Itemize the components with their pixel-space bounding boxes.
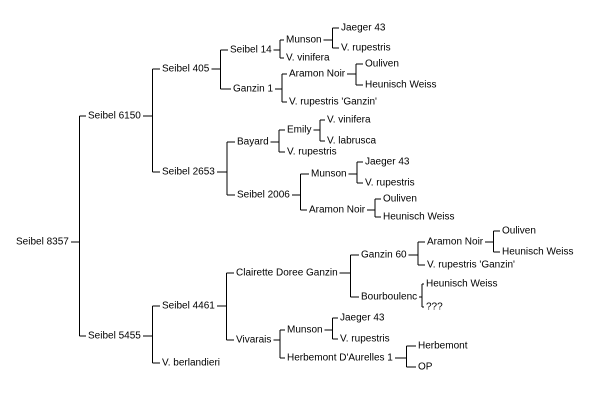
- node-herbemont-d-aurelles-1: Herbemont D'Aurelles 1: [287, 353, 393, 364]
- node-herbemont: Herbemont: [418, 341, 468, 352]
- node-seibel-2653: Seibel 2653: [162, 167, 215, 178]
- node-jaeger-43: Jaeger 43: [365, 157, 410, 168]
- node-heunisch-weiss: Heunisch Weiss: [383, 212, 455, 223]
- node-jaeger-43: Jaeger 43: [340, 313, 385, 324]
- node-aramon-noir: Aramon Noir: [289, 69, 346, 80]
- node-op: OP: [418, 362, 433, 373]
- node-v-rupestris: V. rupestris: [287, 147, 337, 158]
- node-clairette-doree-ganzin: Clairette Doree Ganzin: [236, 268, 338, 279]
- node-: ???: [426, 302, 443, 313]
- node-munson: Munson: [286, 35, 322, 46]
- node-munson: Munson: [311, 169, 347, 180]
- node-bourboulenc: Bourboulenc: [361, 292, 417, 303]
- node-heunisch-weiss: Heunisch Weiss: [426, 279, 498, 290]
- node-ouliven: Ouliven: [502, 226, 536, 237]
- node-ganzin-60: Ganzin 60: [361, 250, 407, 261]
- node-seibel-8357: Seibel 8357: [16, 237, 69, 248]
- tree-labels: Seibel 8357 Seibel 6150 Seibel 405 Seibel 1…: [16, 23, 574, 373]
- node-heunisch-weiss: Heunisch Weiss: [365, 80, 437, 91]
- node-ouliven: Ouliven: [383, 194, 417, 205]
- node-heunisch-weiss: Heunisch Weiss: [502, 247, 574, 258]
- node-jaeger-43: Jaeger 43: [341, 23, 386, 34]
- node-v-rupestris-ganzin: V. rupestris 'Ganzin': [427, 260, 515, 271]
- node-v-rupestris-ganzin: V. rupestris 'Ganzin': [289, 97, 377, 108]
- node-emily: Emily: [287, 125, 311, 136]
- node-aramon-noir: Aramon Noir: [427, 237, 484, 248]
- node-v-rupestris: V. rupestris: [340, 334, 390, 345]
- tree-connectors: [70, 27, 500, 368]
- node-v-berlandieri: V. berlandieri: [162, 358, 220, 369]
- node-aramon-noir: Aramon Noir: [309, 205, 366, 216]
- node-v-vinifera: V. vinifera: [327, 115, 371, 126]
- node-seibel-405: Seibel 405: [162, 64, 210, 75]
- node-bayard: Bayard: [237, 137, 269, 148]
- node-v-rupestris: V. rupestris: [365, 178, 415, 189]
- node-seibel-5455: Seibel 5455: [88, 331, 141, 342]
- node-ouliven: Ouliven: [365, 59, 399, 70]
- node-seibel-2006: Seibel 2006: [237, 190, 290, 201]
- node-v-vinifera: V. vinifera: [286, 53, 330, 64]
- node-seibel-4461: Seibel 4461: [162, 301, 215, 312]
- node-v-labrusca: V. labrusca: [327, 136, 377, 147]
- node-ganzin-1: Ganzin 1: [233, 84, 273, 95]
- node-v-rupestris: V. rupestris: [341, 43, 391, 54]
- node-seibel-6150: Seibel 6150: [88, 111, 141, 122]
- node-seibel-14: Seibel 14: [230, 45, 272, 56]
- node-munson: Munson: [287, 325, 323, 336]
- node-vivarais: Vivarais: [236, 335, 271, 346]
